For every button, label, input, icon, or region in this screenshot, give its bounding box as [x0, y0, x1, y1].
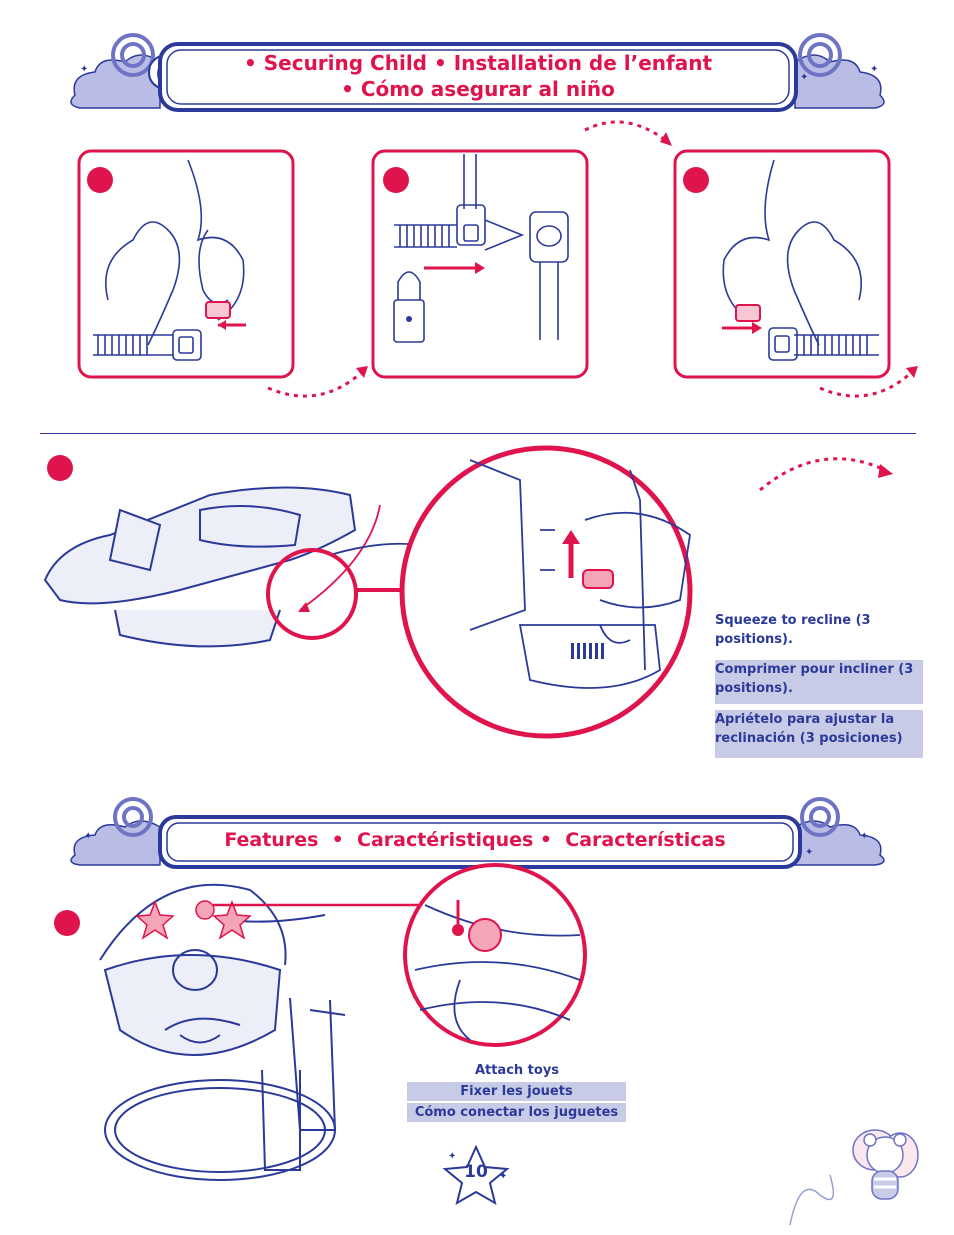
svg-text:✦: ✦: [870, 64, 878, 75]
svg-text:✦: ✦: [800, 72, 808, 83]
toys-caption-en: Attach toys: [474, 1063, 560, 1078]
page-number: 10: [464, 1162, 488, 1182]
recline-caption-en: Squeeze to recline (3 positions).: [715, 611, 915, 649]
swing-illustration: [99, 863, 587, 1181]
section-divider: [40, 433, 916, 434]
section-title-line1: • Securing Child • Installation de l’enf…: [244, 51, 712, 75]
svg-text:✦: ✦: [80, 64, 88, 75]
top-banner-decoration: ✦ ✦ ✦: [70, 33, 885, 112]
features-banner-decoration: ✦ ✦ ✦: [70, 797, 885, 869]
recline-text-fr: Comprimer pour incliner (3 positions).: [715, 662, 914, 696]
svg-text:✦: ✦: [499, 1171, 507, 1182]
recline-caption-fr: Comprimer pour incliner (3 positions).: [715, 660, 923, 704]
section-title-securing: • Securing Child • Installation de l’enf…: [160, 50, 796, 102]
buckle-panel-1: [77, 149, 295, 379]
recline-caption-es: Apriételo para ajustar la reclinación (3…: [715, 710, 923, 758]
step-number-badge-features: [54, 910, 80, 936]
svg-text:✦: ✦: [805, 847, 813, 858]
section-title-features: Features • Caractéristiques • Caracterís…: [224, 829, 726, 851]
step-number-badge: [47, 455, 73, 481]
recline-text-en: Squeeze to recline (3 positions).: [715, 613, 871, 647]
buckle-panel-3: [673, 149, 891, 379]
page-number-star-icon: ✦ ✦: [442, 1144, 510, 1206]
dotted-arrows: [267, 120, 918, 398]
buckle-panel-2: [371, 149, 589, 379]
recline-illustration: [43, 445, 893, 739]
svg-text:✦: ✦: [448, 1151, 456, 1162]
svg-text:✦: ✦: [860, 831, 868, 842]
recline-text-es: Apriételo para ajustar la reclinación (3…: [715, 712, 903, 746]
section-title-line2: • Cómo asegurar al niño: [341, 77, 615, 101]
svg-text:✦: ✦: [84, 831, 92, 842]
toys-caption-es: Cómo conectar los juguetes: [407, 1103, 626, 1122]
bear-mascot-icon: [789, 1129, 919, 1226]
toys-caption-fr: Fixer les jouets: [407, 1082, 626, 1101]
